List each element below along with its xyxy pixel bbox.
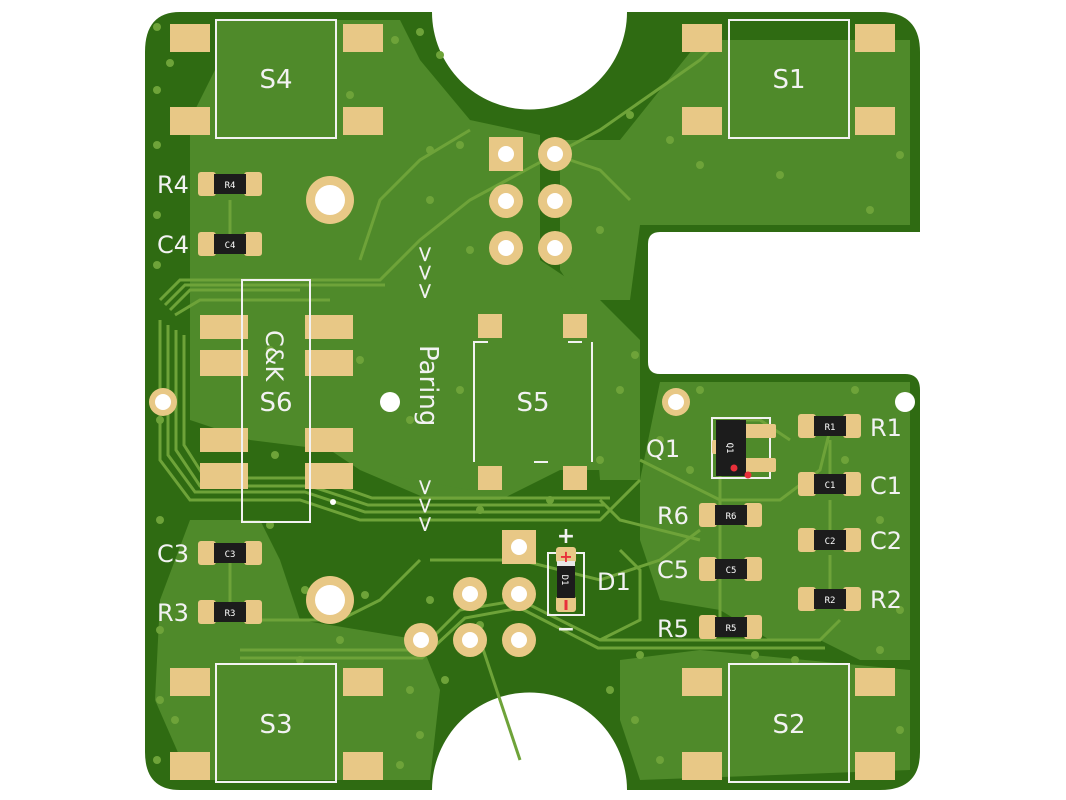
label-r1: R1 [870, 414, 902, 442]
d1-plus-mark: + [559, 547, 572, 566]
switch-s1 [682, 19, 895, 139]
silkscreen-labels: S4 S1 S3 S2 S5 S6 C&K Paring >>> >>> R4 … [157, 65, 902, 740]
label-paring: Paring [413, 345, 443, 426]
label-ck: C&K [260, 330, 288, 382]
traces [158, 38, 842, 761]
r1-body-mark: R1 [825, 423, 836, 433]
label-c4: C4 [157, 231, 189, 259]
d1-minus-label: − [557, 617, 575, 642]
vias [153, 23, 904, 769]
switch-s3 [170, 663, 383, 783]
c3-body-mark: C3 [225, 550, 236, 560]
label-r6: R6 [657, 502, 689, 530]
r6-body-mark: R6 [726, 512, 737, 522]
label-arrows-top: >>> [412, 245, 437, 300]
c2-body-mark: C2 [825, 537, 836, 547]
label-c3: C3 [157, 540, 189, 568]
label-s4: S4 [259, 65, 292, 95]
connector-pads [404, 137, 572, 657]
diode-d1: D1 + + − [547, 524, 585, 642]
switch-s5 [473, 314, 593, 490]
switch-s2 [682, 663, 895, 783]
r3-body-mark: R3 [225, 609, 236, 619]
d1-plus-label: + [557, 524, 575, 549]
q1-body-mark: Q1 [724, 443, 734, 454]
label-q1: Q1 [646, 435, 680, 463]
r5-body-mark: R5 [726, 624, 737, 634]
label-r4: R4 [157, 171, 189, 199]
label-r2: R2 [870, 586, 902, 614]
label-s6: S6 [259, 388, 292, 418]
switch-s4 [170, 19, 383, 139]
d1-body-mark: D1 [559, 575, 569, 586]
transistor-q1: Q1 [711, 417, 776, 479]
switch-s6 [200, 279, 353, 523]
label-c1: C1 [870, 472, 902, 500]
label-r5: R5 [657, 615, 689, 643]
label-arrows-bottom: >>> [412, 478, 437, 533]
label-s1: S1 [772, 65, 805, 95]
r4-body-mark: R4 [225, 181, 236, 191]
c4-body-mark: C4 [225, 241, 236, 251]
smd-components: R4 C4 C3 R3 R1 C1 C2 R2 [198, 172, 861, 639]
label-s2: S2 [772, 710, 805, 740]
label-c2: C2 [870, 527, 902, 555]
c5-body-mark: C5 [726, 566, 737, 576]
r2-body-mark: R2 [825, 596, 836, 606]
label-c5: C5 [657, 556, 689, 584]
label-s3: S3 [259, 710, 292, 740]
label-s5: S5 [516, 388, 549, 418]
c1-body-mark: C1 [825, 481, 836, 491]
label-d1: D1 [597, 568, 631, 596]
label-r3: R3 [157, 599, 189, 627]
mounting-holes [149, 176, 915, 624]
